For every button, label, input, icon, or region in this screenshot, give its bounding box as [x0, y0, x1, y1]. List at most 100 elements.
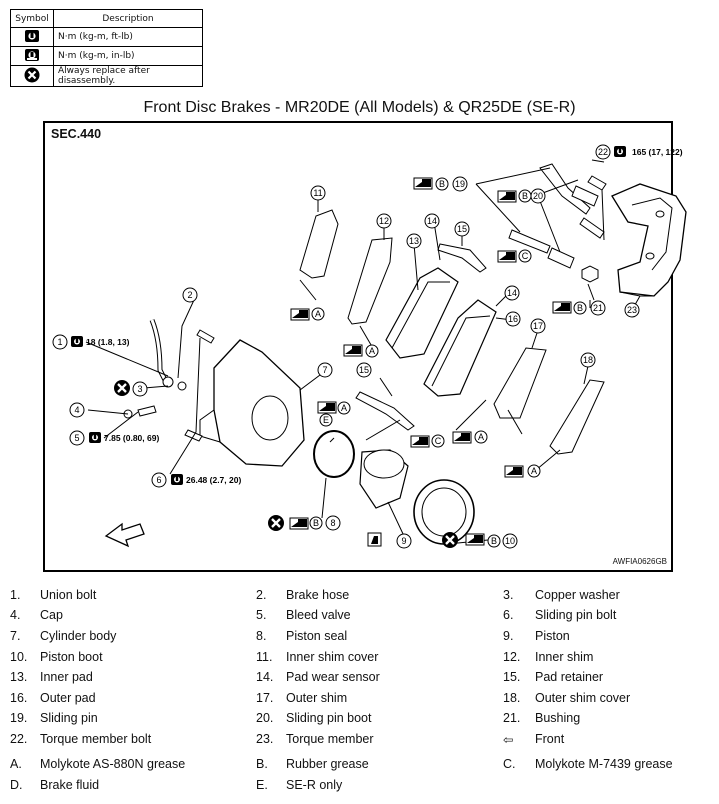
legend-number: A. [10, 757, 22, 771]
legend-number: 1. [10, 588, 21, 602]
inner-pad-13 [385, 267, 459, 359]
legend-text: Outer shim [286, 691, 348, 705]
legend-number: C. [503, 757, 516, 771]
callout-circle-18 [580, 352, 596, 368]
callout-circle-14 [424, 213, 440, 229]
callout-circle-23 [624, 302, 640, 318]
section-label: SEC.440 [51, 127, 102, 141]
callout-circle-1 [52, 334, 68, 350]
legend-number: 19. [10, 711, 28, 725]
symbol-desc-3: Always replace after disassembly. [53, 65, 203, 87]
callout-number-15: 15 [359, 365, 369, 375]
callout-circle-4 [69, 402, 85, 418]
callout-number-3: 3 [137, 384, 142, 394]
callout-circle-22 [595, 144, 611, 160]
torque-wrench-small-icon [25, 48, 39, 61]
callout-circle-10 [502, 533, 518, 549]
callout-number-23: 23 [627, 305, 637, 315]
torque-6: 26.48 (2.7, 20) [186, 475, 241, 485]
callout-number-22: 22 [598, 147, 608, 157]
legend-number: 11. [256, 650, 273, 664]
outer-shim-17 [493, 347, 547, 419]
legend-text: Piston boot [40, 650, 103, 664]
callout-circle-19 [452, 176, 468, 192]
callout-circle-15 [454, 221, 470, 237]
callout-number-18: 18 [583, 355, 593, 365]
grease-letter-circle-a [527, 464, 541, 478]
legend-text: Rubber grease [286, 757, 369, 771]
callout-number-6: 6 [156, 475, 161, 485]
legend-text: Bleed valve [286, 608, 351, 622]
legend-text: Molykote AS-880N grease [40, 757, 186, 771]
grease-letter-b: B [491, 536, 497, 546]
legend-text: Torque member [286, 732, 374, 746]
callout-circle-8 [325, 515, 341, 531]
callout-number-9: 9 [401, 536, 406, 546]
callout-number-19: 19 [455, 179, 465, 189]
legend-number: 6. [503, 608, 514, 622]
sliding-pin-19 [508, 163, 591, 254]
outer-pad-16 [423, 299, 497, 397]
sliding-pin-boot-20 [547, 185, 599, 269]
callout-number-5: 5 [74, 433, 79, 443]
callout-number-10: 10 [505, 536, 515, 546]
legend-number: 14. [256, 670, 274, 684]
legend-text: Inner shim [535, 650, 594, 664]
pad-retainer-15-top [437, 243, 487, 273]
callout-circle-21 [590, 300, 606, 316]
callout-number-15: 15 [457, 224, 467, 234]
legend-text: Brake fluid [40, 778, 100, 792]
legend-text: Sliding pin [40, 711, 98, 725]
legend-text: Brake hose [286, 588, 350, 602]
front-arrow-icon [104, 522, 145, 548]
legend-number: 15. [503, 670, 521, 684]
legend-number: E. [256, 778, 268, 792]
legend-text: SE-R only [286, 778, 343, 792]
grease-letter-circle-b [487, 534, 501, 548]
callout-number-17: 17 [533, 321, 543, 331]
grease-letter-c: C [435, 436, 442, 446]
callout-number-1: 1 [57, 337, 62, 347]
legend-text: Outer shim cover [535, 691, 631, 705]
callout-number-8: 8 [330, 518, 335, 528]
grease-letter-a: A [369, 346, 375, 356]
callout-number-12: 12 [379, 216, 389, 226]
callout-circle-5 [69, 430, 85, 446]
callout-number-20: 20 [533, 191, 543, 201]
torque-5: 7.85 (0.80, 69) [104, 433, 159, 443]
grease-letter-circle-a [337, 401, 351, 415]
grease-letter-a: A [478, 432, 484, 442]
diagram-frame: SEC.440 AWFIA0626GB [43, 121, 673, 572]
legend-text: Copper washer [535, 588, 620, 602]
legend-text: Piston seal [286, 629, 348, 643]
grease-letter-circle-c [518, 249, 532, 263]
legend-text: Cylinder body [40, 629, 117, 643]
piston-seal-8 [313, 430, 355, 478]
grease-letter-a: A [315, 309, 321, 319]
grease-letter-circle-a [474, 430, 488, 444]
figure-code: AWFIA0626GB [612, 557, 667, 566]
legend-text: Sliding pin boot [286, 711, 372, 725]
legend-number: 10. [10, 650, 28, 664]
callout-circle-12 [376, 213, 392, 229]
grease-letter-circle-e [319, 413, 333, 427]
callout-number-14: 14 [507, 288, 517, 298]
legend-number: 8. [256, 629, 267, 643]
grease-letter-a: A [531, 466, 537, 476]
legend-text: Pad retainer [535, 670, 604, 684]
legend-number: 16. [10, 691, 28, 705]
bushing-21 [581, 265, 599, 283]
legend-text: Sliding pin bolt [535, 608, 617, 622]
legend-number: 9. [503, 629, 514, 643]
grease-letter-circle-a [311, 307, 325, 321]
legend-number: 21. [503, 711, 521, 725]
legend-number: 5. [256, 608, 267, 622]
callout-circle-14 [504, 285, 520, 301]
grease-letter-b: B [522, 191, 528, 201]
callout-number-21: 21 [593, 303, 603, 313]
grease-letter-circle-b [518, 189, 532, 203]
